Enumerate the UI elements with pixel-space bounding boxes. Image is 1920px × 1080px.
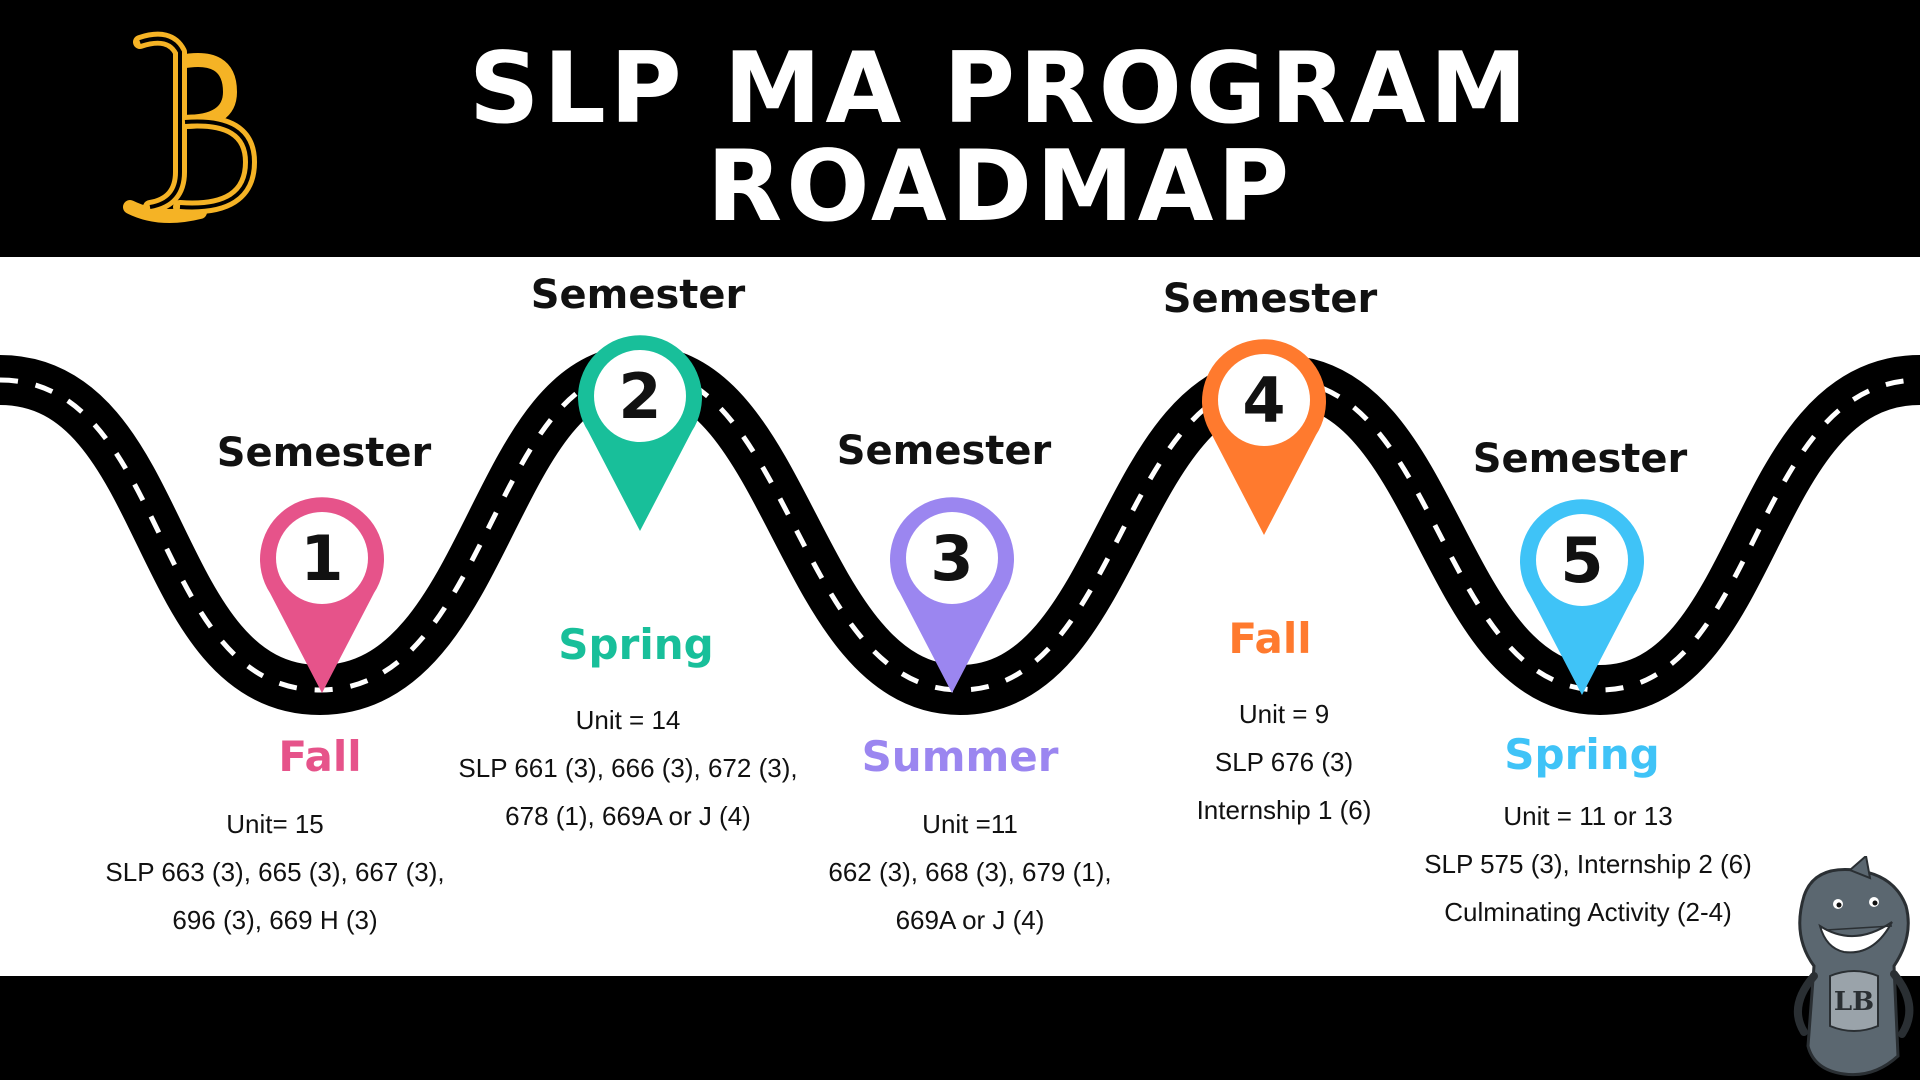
semester-2-course-line-2: 678 (1), 669A or J (4) bbox=[505, 801, 751, 831]
semester-2-details: Unit = 14 SLP 661 (3), 666 (3), 672 (3),… bbox=[428, 696, 828, 840]
lb-monogram-logo-icon bbox=[123, 31, 257, 223]
semester-1-label: Semester bbox=[216, 430, 432, 476]
semester-3-details: Unit =11 662 (3), 668 (3), 679 (1), 669A… bbox=[770, 800, 1170, 944]
semester-2-label: Semester bbox=[530, 272, 746, 318]
svg-text:LB: LB bbox=[1834, 987, 1874, 1017]
semester-4-season: Fall bbox=[1228, 614, 1312, 663]
semester-1-units: Unit= 15 bbox=[226, 809, 324, 839]
semester-1-pin-icon: 1 bbox=[260, 497, 384, 693]
semester-2-units: Unit = 14 bbox=[575, 705, 681, 735]
semester-1-number: 1 bbox=[300, 522, 343, 595]
semester-5-label: Semester bbox=[1472, 436, 1688, 482]
footer-banner bbox=[0, 976, 1920, 1080]
semester-5-details: Unit = 11 or 13 SLP 575 (3), Internship … bbox=[1388, 792, 1788, 936]
semester-3-number: 3 bbox=[930, 522, 973, 595]
semester-3-season: Summer bbox=[861, 732, 1059, 781]
road-path bbox=[0, 344, 1920, 716]
semester-3-pin-icon: 3 bbox=[890, 497, 1014, 693]
semester-3-label: Semester bbox=[836, 428, 1052, 474]
page-title-line-1: SLP MA PROGRAM bbox=[468, 32, 1532, 146]
semester-1-course-line-1: SLP 663 (3), 665 (3), 667 (3), bbox=[105, 857, 445, 887]
semester-4-details: Unit = 9 SLP 676 (3) Internship 1 (6) bbox=[1084, 690, 1484, 834]
semester-5-course-line-1: SLP 575 (3), Internship 2 (6) bbox=[1424, 849, 1752, 879]
semester-2-pin-icon: 2 bbox=[578, 335, 702, 531]
semester-4-label: Semester bbox=[1162, 276, 1378, 322]
shark-mascot-icon: LB bbox=[1794, 856, 1914, 1077]
semester-4-units: Unit = 9 bbox=[1238, 699, 1330, 729]
semester-4-number: 4 bbox=[1242, 364, 1285, 437]
semester-2-number: 2 bbox=[618, 360, 661, 433]
semester-5-pin-icon: 5 bbox=[1520, 499, 1644, 695]
header-banner bbox=[0, 0, 1920, 257]
semester-2-course-line-1: SLP 661 (3), 666 (3), 672 (3), bbox=[458, 753, 798, 783]
semester-4-course-line-2: Internship 1 (6) bbox=[1196, 795, 1372, 825]
semester-2-season: Spring bbox=[558, 620, 714, 669]
semester-3-course-line-1: 662 (3), 668 (3), 679 (1), bbox=[828, 857, 1112, 887]
page-title-line-2: ROADMAP bbox=[706, 130, 1294, 244]
semester-3-units: Unit =11 bbox=[922, 809, 1018, 839]
semester-5-season: Spring bbox=[1504, 730, 1660, 779]
semester-5-number: 5 bbox=[1560, 524, 1603, 597]
semester-4-pin-icon: 4 bbox=[1202, 339, 1326, 535]
semester-4-course-line-1: SLP 676 (3) bbox=[1214, 747, 1354, 777]
semester-1-season: Fall bbox=[278, 732, 362, 781]
semester-1-course-line-2: 696 (3), 669 H (3) bbox=[172, 905, 378, 935]
semester-1-details: Unit= 15 SLP 663 (3), 665 (3), 667 (3), … bbox=[75, 800, 475, 944]
semester-5-units: Unit = 11 or 13 bbox=[1503, 801, 1673, 831]
semester-3-course-line-2: 669A or J (4) bbox=[895, 905, 1045, 935]
semester-5-course-line-2: Culminating Activity (2-4) bbox=[1444, 897, 1732, 927]
